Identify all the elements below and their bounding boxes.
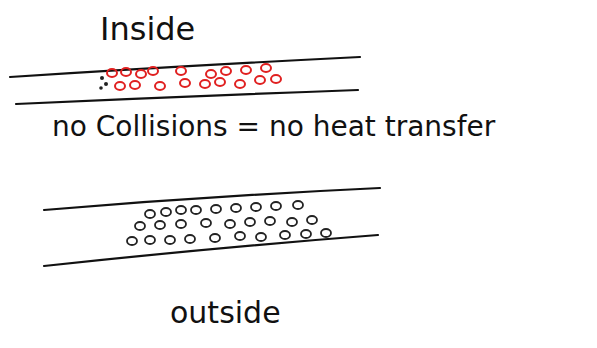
tube-wall <box>16 90 358 104</box>
cool-particles <box>127 201 331 245</box>
inside-tube <box>10 57 360 104</box>
tube-wall <box>10 57 360 77</box>
tube-wall <box>44 235 378 266</box>
note: no Collisions = no heat transfer <box>52 112 495 143</box>
hot-particles <box>107 64 281 90</box>
outside-tube <box>44 188 380 266</box>
region-label: Inside <box>100 12 195 47</box>
marks <box>99 76 108 90</box>
region-label: outside <box>170 296 281 329</box>
